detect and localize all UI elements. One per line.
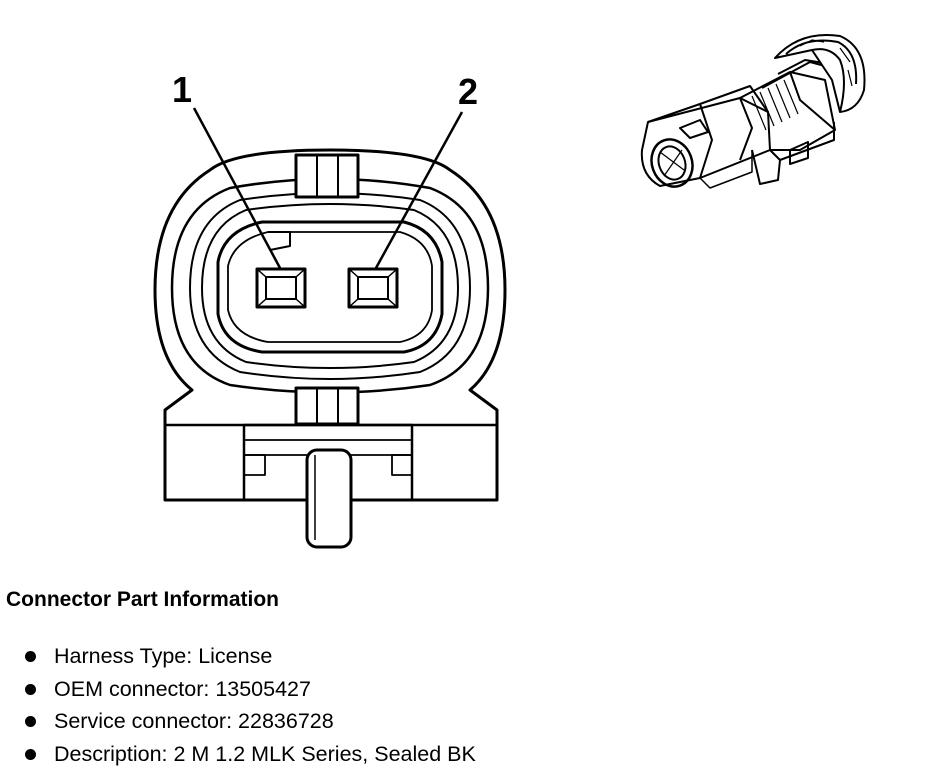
list-item: OEM connector: 13505427	[22, 673, 476, 706]
bullet-icon	[25, 683, 36, 695]
bullet-icon	[25, 716, 36, 727]
oem-connector-text: OEM connector: 13505427	[54, 676, 311, 701]
connector-cavity	[216, 220, 444, 354]
connector-seal-ring-outer	[170, 177, 490, 394]
connector-seal-ring-inner	[201, 203, 459, 369]
description-text: Description: 2 M 1.2 MLK Series, Sealed …	[54, 741, 476, 766]
connector-isometric-illustration	[640, 34, 866, 189]
service-connector-text: Service connector: 22836728	[54, 709, 334, 733]
center-lock-post	[305, 448, 353, 549]
connector-part-info-title: Connector Part Information	[6, 588, 280, 611]
list-item: Service connector: 22836728	[22, 705, 476, 738]
connector-seal-ring-middle	[189, 192, 471, 380]
pin-2-label: 2	[458, 71, 478, 112]
pin-2-leader-line	[374, 111, 464, 269]
bullet-icon	[25, 748, 36, 760]
harness-type-text: Harness Type: License	[54, 644, 273, 668]
list-item: Description: 2 M 1.2 MLK Series, Sealed …	[22, 738, 476, 771]
cavity-inner-wall	[227, 231, 433, 343]
pin-1-leader-line	[192, 107, 282, 269]
connector-face-diagram: 1 2	[153, 34, 866, 549]
bullet-icon	[25, 651, 36, 662]
pin-2-terminal	[347, 267, 399, 309]
bottom-latch-tab	[294, 386, 360, 426]
connector-part-info-list: Harness Type: License OEM connector: 135…	[22, 640, 476, 770]
connector-housing-outline	[153, 148, 507, 502]
list-item: Harness Type: License	[22, 640, 476, 673]
pin-1-label: 1	[172, 69, 192, 110]
pin-1-terminal	[255, 267, 307, 309]
top-latch-tab	[294, 153, 360, 199]
keying-notch	[268, 231, 291, 251]
